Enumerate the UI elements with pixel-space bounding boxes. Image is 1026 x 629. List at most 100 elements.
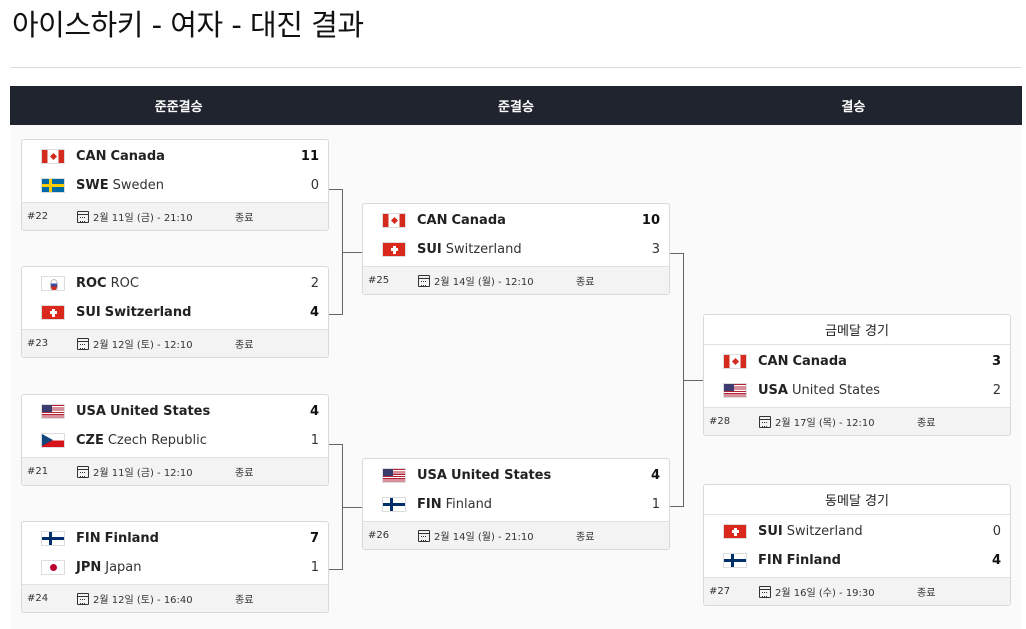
match-number: #21 — [27, 466, 49, 477]
bracket-connector — [684, 380, 703, 381]
match-footer: #26 2월 14일 (월) - 21:10 종료 — [363, 521, 669, 549]
team-country: Japan — [105, 560, 142, 575]
bracket-connector — [329, 189, 343, 315]
team-country: Finland — [104, 531, 159, 546]
match-footer: #21 2월 11일 (금) - 12:10 종료 — [22, 457, 328, 485]
match-status: 종료 — [235, 340, 254, 351]
team-score: 11 — [300, 149, 319, 164]
flag-sui-icon — [41, 305, 65, 320]
match-footer: #23 2월 12일 (토) - 12:10 종료 — [22, 329, 328, 357]
match-number: #27 — [709, 586, 731, 597]
match-date: 2월 17일 (목) - 12:10 — [775, 418, 875, 429]
match-date: 2월 16일 (수) - 19:30 — [775, 588, 875, 599]
team-code: FIN — [758, 553, 783, 568]
match-status: 종료 — [235, 213, 254, 224]
team-code: CAN — [758, 354, 789, 369]
calendar-icon — [77, 210, 89, 223]
flag-can-icon — [41, 149, 65, 164]
team-country: Czech Republic — [107, 433, 207, 448]
match-number: #26 — [368, 530, 390, 541]
flag-swe-icon — [41, 178, 65, 193]
team-score: 4 — [309, 404, 319, 419]
match-number: #24 — [27, 593, 49, 604]
match-number: #28 — [709, 416, 731, 427]
team-country: ROC — [110, 276, 139, 291]
round-final: 결승 — [841, 100, 866, 115]
calendar-icon — [418, 274, 430, 287]
match-date: 2월 14일 (월) - 12:10 — [434, 277, 534, 288]
match-footer: #27 2월 16일 (수) - 19:30 종료 — [704, 577, 1010, 605]
team-code: SUI — [76, 305, 101, 320]
match-title: 동메달 경기 — [704, 485, 1010, 515]
flag-roc-icon — [41, 276, 65, 291]
team-score: 0 — [992, 524, 1001, 539]
calendar-icon — [77, 465, 89, 478]
team-code: SWE — [76, 178, 109, 193]
round-semifinal: 준결승 — [498, 100, 534, 115]
flag-can-icon — [382, 213, 406, 228]
team-country: Switzerland — [786, 524, 863, 539]
match-date: 2월 12일 (토) - 16:40 — [93, 595, 193, 606]
team-code: USA — [758, 383, 788, 398]
match-status: 종료 — [235, 468, 254, 479]
bracket-connector — [343, 252, 362, 253]
flag-jpn-icon — [41, 560, 65, 575]
flag-usa-icon — [41, 404, 65, 419]
team-code: CAN — [76, 149, 107, 164]
team-score: 7 — [309, 531, 319, 546]
team-country: Canada — [110, 149, 165, 164]
team-score: 1 — [310, 433, 319, 448]
team-score: 0 — [310, 178, 319, 193]
flag-usa-icon — [723, 383, 747, 398]
flag-fin-icon — [723, 553, 747, 568]
match-footer: #22 2월 11일 (금) - 21:10 종료 — [22, 202, 328, 230]
bracket-connector — [670, 253, 684, 507]
match-title: 금메달 경기 — [704, 315, 1010, 345]
team-country: Sweden — [112, 178, 164, 193]
flag-sui-icon — [723, 524, 747, 539]
round-header: 준준결승 준결승 결승 — [10, 86, 1022, 125]
match-date: 2월 11일 (금) - 21:10 — [93, 213, 193, 224]
team-score: 4 — [991, 553, 1001, 568]
match-number: #25 — [368, 275, 390, 286]
team-code: SUI — [758, 524, 783, 539]
title-divider — [10, 67, 1022, 68]
page-title: 아이스하키 - 여자 - 대진 결과 — [12, 8, 364, 42]
team-score: 1 — [310, 560, 319, 575]
match-footer: #28 2월 17일 (목) - 12:10 종료 — [704, 407, 1010, 435]
team-country: Finland — [786, 553, 841, 568]
match-status: 종료 — [576, 277, 595, 288]
